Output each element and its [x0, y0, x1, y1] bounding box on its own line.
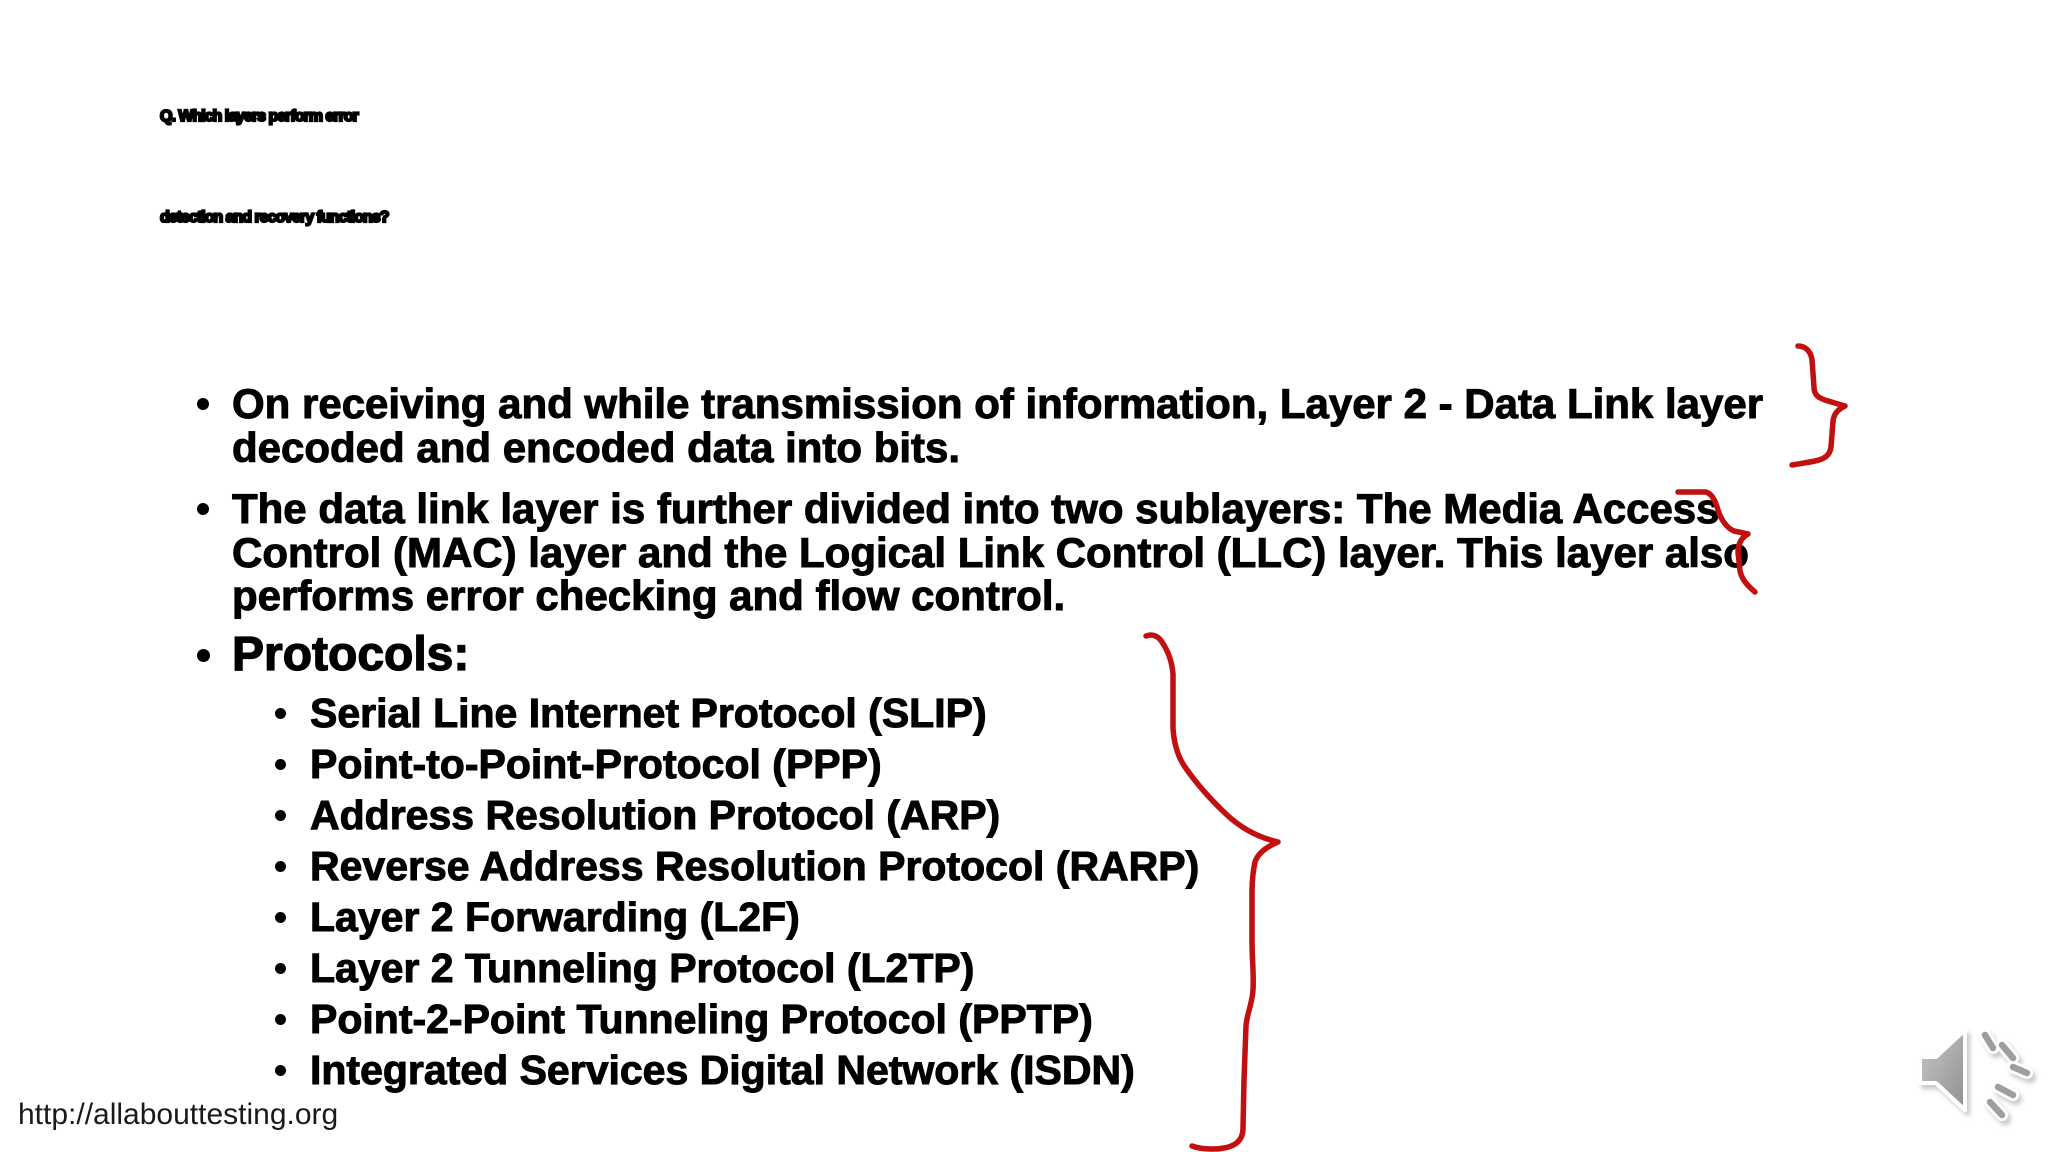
protocol-list: Serial Line Internet Protocol (SLIP) Poi…: [195, 688, 1795, 1096]
footer-website-url: http://allabouttesting.org: [18, 1098, 339, 1131]
protocol-item-l2tp: Layer 2 Tunneling Protocol (L2TP): [195, 943, 1795, 994]
protocol-item-l2f: Layer 2 Forwarding (L2F): [195, 892, 1795, 943]
protocol-item-arp: Address Resolution Protocol (ARP): [195, 790, 1795, 841]
slide-title: Q. Which layers perform error detection …: [159, 66, 391, 268]
protocol-item-ppp: Point-to-Point-Protocol (PPP): [195, 739, 1795, 790]
speaker-wave-dashes: [1981, 1031, 2031, 1119]
speaker-horn-shape: [1918, 1028, 1967, 1112]
slide-title-line-1: Q. Which layers perform error: [159, 107, 360, 126]
bullet-protocols-heading: Protocols:: [195, 628, 1832, 681]
bullet-sublayers-mac-llc: The data link layer is further divided i…: [195, 486, 1832, 618]
slide-title-line-2: detection and recovery functions?: [159, 208, 391, 227]
protocol-item-slip: Serial Line Internet Protocol (SLIP): [195, 688, 1795, 739]
bullet-data-link-layer: On receiving and while transmission of i…: [195, 381, 1832, 469]
protocol-item-isdn: Integrated Services Digital Network (ISD…: [195, 1045, 1795, 1096]
protocol-item-rarp: Reverse Address Resolution Protocol (RAR…: [195, 841, 1795, 892]
audio-speaker-icon[interactable]: [1908, 1016, 2048, 1152]
protocol-item-pptp: Point-2-Point Tunneling Protocol (PPTP): [195, 994, 1795, 1045]
